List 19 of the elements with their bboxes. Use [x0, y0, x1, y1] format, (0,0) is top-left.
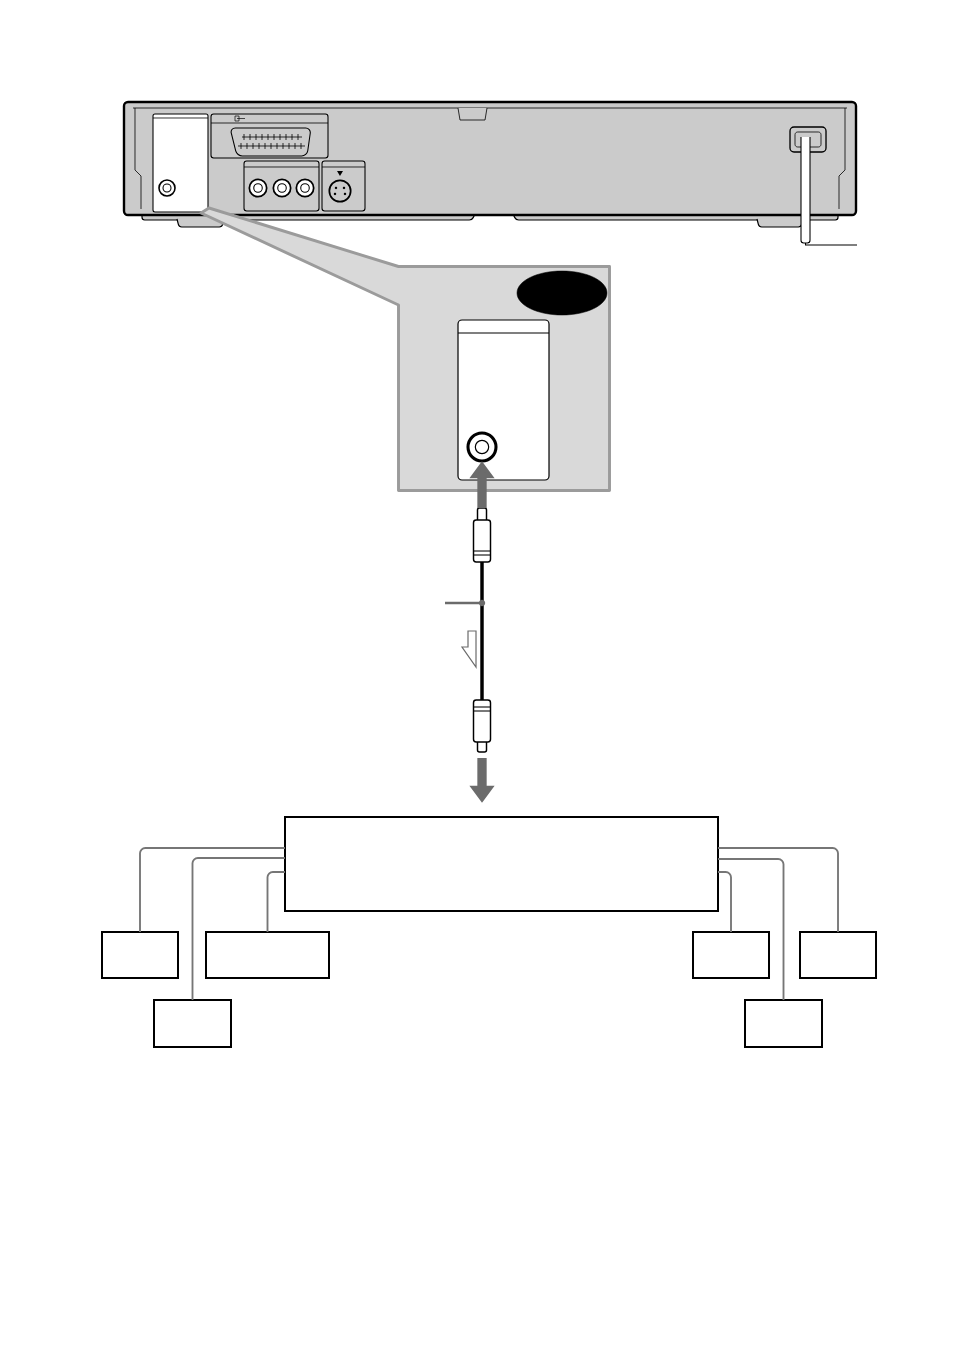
rear-panel-drawing — [122, 100, 858, 246]
connector-line — [717, 847, 839, 933]
receiver-box — [284, 816, 719, 912]
connector-line — [266, 871, 286, 933]
speaker-box — [153, 999, 232, 1048]
speaker-box — [205, 931, 330, 979]
connector-line — [139, 847, 286, 933]
oval-badge — [516, 270, 608, 316]
jack-panel — [457, 319, 550, 481]
speaker-box — [101, 931, 179, 979]
connector-line — [717, 858, 785, 1001]
connector-line — [717, 871, 732, 933]
speaker-box — [692, 931, 770, 979]
connector-line — [191, 857, 286, 1001]
cable — [472, 507, 492, 753]
speaker-box — [799, 931, 877, 979]
jack-socket — [466, 431, 498, 463]
speaker-box — [744, 999, 823, 1048]
leader-line — [445, 601, 479, 605]
